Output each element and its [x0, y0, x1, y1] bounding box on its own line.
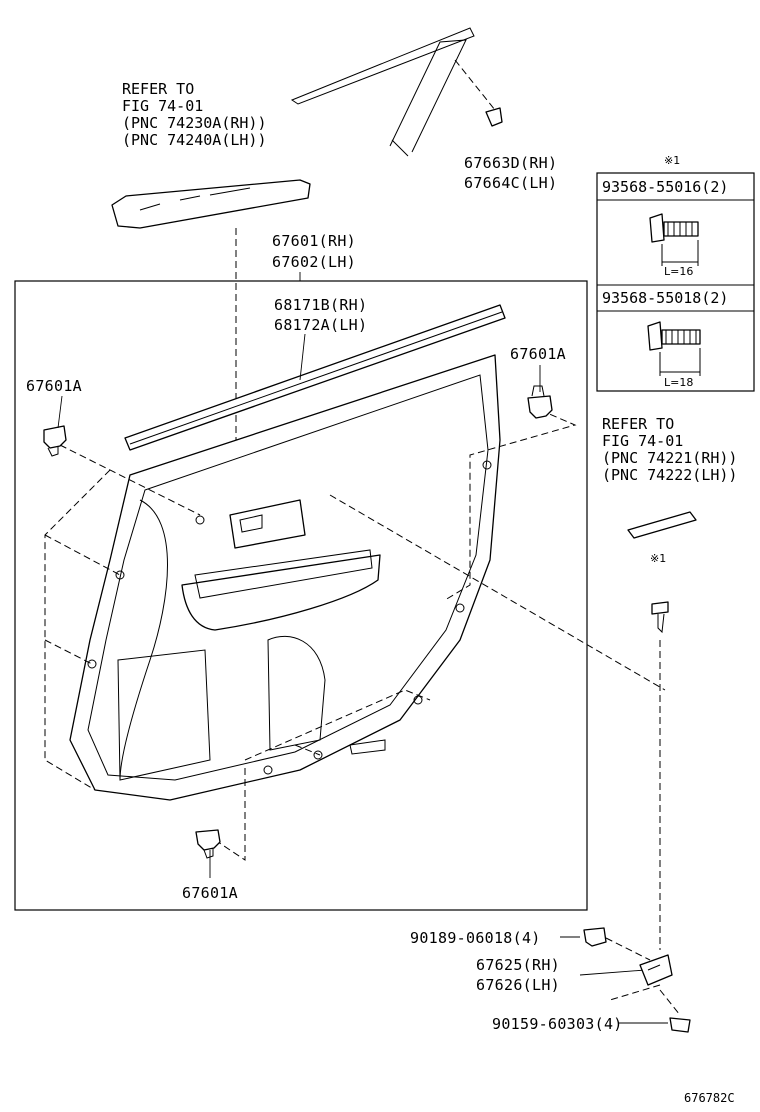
part-90189-label: 90189-06018(4): [410, 929, 541, 947]
part-67663-label-lh: 67664C(LH): [464, 174, 557, 192]
part-67601-label-lh: 67602(LH): [272, 253, 356, 271]
refer-top-label: REFER TO FIG 74-01 (PNC 74230A(RH)) (PNC…: [122, 80, 267, 149]
refer-top-line-1: REFER TO: [122, 80, 194, 98]
bracket-67625-icon: [609, 954, 673, 1001]
screw-table-length-1: L=16: [664, 265, 693, 278]
clip-right-label: 67601A: [510, 345, 566, 363]
part-90159-label: 90159-60303(4): [492, 1015, 623, 1033]
part-67625-label-rh: 67625(RH): [476, 956, 560, 974]
screw-table-length-2: L=18: [664, 376, 693, 389]
clip-67601A-bottom-icon: [195, 829, 221, 859]
clip-bottom-label: 67601A: [182, 884, 238, 902]
part-67625-label-lh: 67626(LH): [476, 976, 560, 994]
screw-90159-icon: [659, 989, 691, 1033]
clip-left-label: 67601A: [26, 377, 82, 395]
clip-67601A-left-icon: [43, 425, 67, 457]
screw-table-frame: [596, 172, 755, 392]
weatherstrip-68171-icon: [124, 304, 506, 451]
screw-table-part-2: 93568-55018(2): [602, 289, 728, 307]
refer-top-line-3: (PNC 74230A(RH)): [122, 114, 267, 132]
window-frame-sketch: [290, 27, 496, 157]
clip-67601A-right-icon: [527, 385, 553, 419]
switch-base-74230-icon: [111, 179, 311, 528]
screw-right-icon: [651, 601, 669, 950]
leader-lines: [57, 272, 668, 1024]
part-67663-label-rh: 67663D(RH): [464, 154, 557, 172]
part-68171-label-lh: 68172A(LH): [274, 316, 367, 334]
figure-code: 676782C: [684, 1091, 735, 1105]
dashed-connection-lines: [44, 409, 666, 861]
nut-90189-icon: [583, 927, 651, 961]
screw-table-part-1: 93568-55016(2): [602, 178, 728, 196]
refer-right-line-3: (PNC 74221(RH)): [602, 449, 737, 467]
armrest-pad-74221-icon: [627, 511, 697, 539]
bolt-16-icon: [649, 213, 699, 266]
clip-67663-icon: [485, 107, 503, 127]
refer-right-line-4: (PNC 74222(LH)): [602, 466, 737, 484]
door-trim-frame: [14, 280, 588, 911]
refer-right-line-1: REFER TO: [602, 415, 674, 433]
screw-note-mark-right: ※1: [650, 552, 666, 565]
refer-top-line-4: (PNC 74240A(LH)): [122, 131, 267, 149]
door-trim-panel-icon: [69, 354, 501, 801]
part-68171-label-rh: 68171B(RH): [274, 296, 367, 314]
screw-note-mark-top: ※1: [664, 154, 680, 167]
part-67601-label-rh: 67601(RH): [272, 232, 356, 250]
bolt-18-icon: [647, 321, 701, 376]
refer-right-label: REFER TO FIG 74-01 (PNC 74221(RH)) (PNC …: [602, 415, 737, 484]
refer-right-line-2: FIG 74-01: [602, 432, 683, 450]
screw-table: [596, 172, 755, 392]
refer-top-line-2: FIG 74-01: [122, 97, 203, 115]
